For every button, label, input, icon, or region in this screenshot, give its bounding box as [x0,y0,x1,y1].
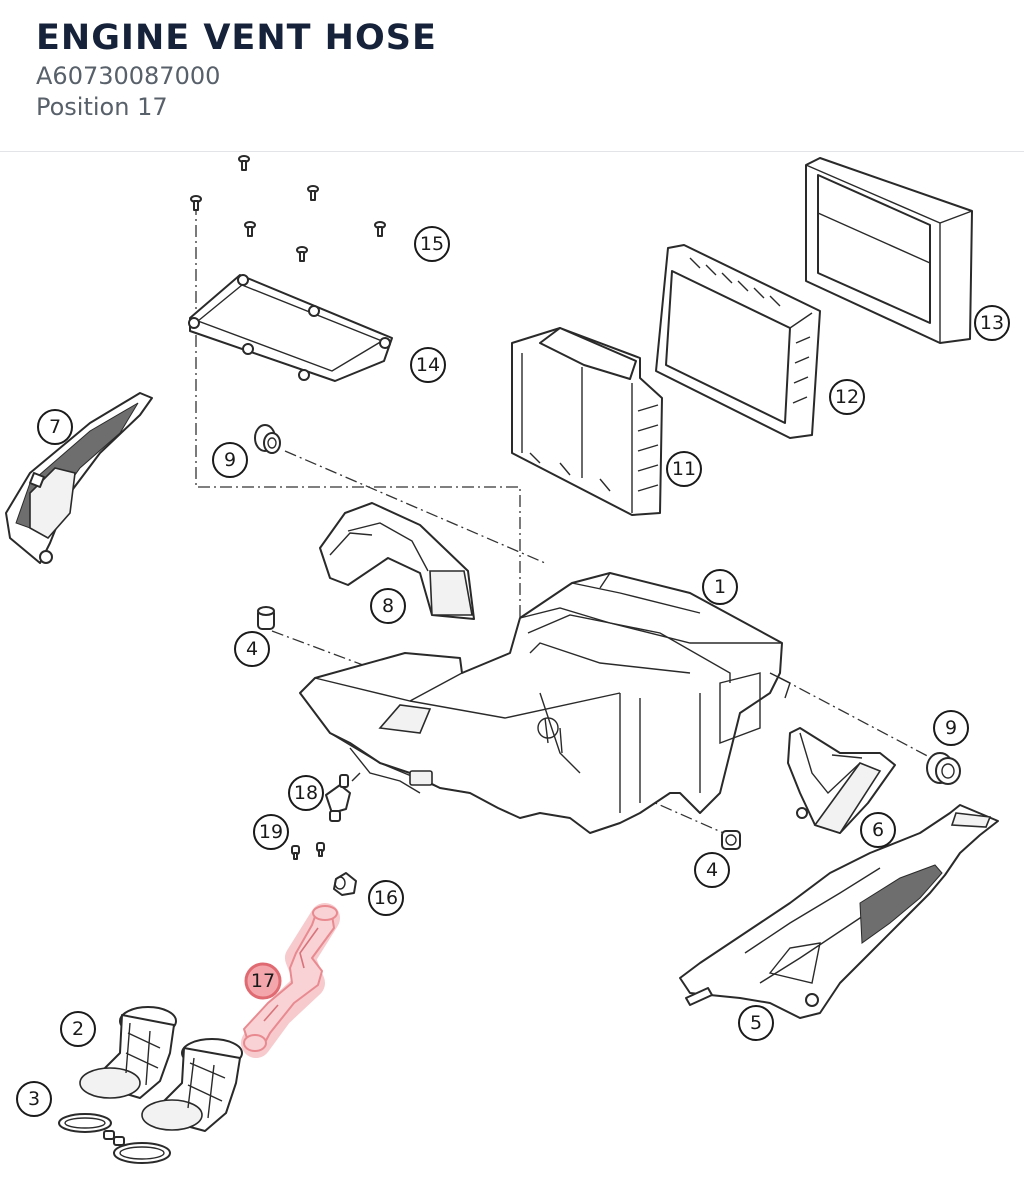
callout-1[interactable]: 1 [702,569,738,605]
svg-text:15: 15 [420,233,444,255]
part-title: ENGINE VENT HOSE [36,18,437,58]
callout-16[interactable]: 16 [368,880,404,916]
callout-9-upper[interactable]: 9 [212,442,248,478]
svg-text:13: 13 [980,312,1004,334]
callout-17-highlighted[interactable]: 17 [244,962,282,1000]
callout-11[interactable]: 11 [666,451,702,487]
svg-text:12: 12 [835,386,859,408]
side-grille-part-7[interactable] [5,392,153,564]
callout-19[interactable]: 19 [253,814,289,850]
hose-clamp-part-16[interactable] [333,872,357,896]
airbox-lid-part-14[interactable] [188,274,393,382]
air-filter-part-12[interactable] [655,244,821,439]
callout-5[interactable]: 5 [738,1005,774,1041]
svg-text:2: 2 [72,1018,84,1040]
grommet-part-9-lower[interactable] [926,752,961,785]
svg-text:4: 4 [246,638,258,660]
sensor-part-18[interactable] [325,772,361,822]
callout-4-lower[interactable]: 4 [694,852,730,888]
callout-18[interactable]: 18 [288,775,324,811]
svg-text:8: 8 [382,595,394,617]
callout-2[interactable]: 2 [60,1011,96,1047]
filter-frame-part-13[interactable] [805,157,973,344]
callout-15[interactable]: 15 [414,226,450,262]
airbox-housing-part-1[interactable] [299,572,791,834]
callout-12[interactable]: 12 [829,379,865,415]
hose-clamp-part-3[interactable] [58,1113,171,1164]
svg-text:14: 14 [416,354,440,376]
svg-text:3: 3 [28,1088,40,1110]
svg-text:18: 18 [294,782,318,804]
part-number: A60730087000 [36,62,221,90]
callout-9-lower[interactable]: 9 [933,710,969,746]
page-header: ENGINE VENT HOSE A60730087000 Position 1… [0,0,1024,152]
svg-text:1: 1 [714,576,726,598]
spacer-part-4-upper[interactable] [257,606,275,630]
svg-text:6: 6 [872,819,884,841]
callout-3[interactable]: 3 [16,1081,52,1117]
intake-rubber-part-2[interactable] [79,1006,243,1132]
svg-text:17: 17 [251,970,275,992]
screw-set-part-15[interactable] [190,155,386,262]
callout-7[interactable]: 7 [37,409,73,445]
intake-boot-part-8[interactable] [319,502,475,620]
svg-text:11: 11 [672,458,696,480]
engine-vent-hose-part-17[interactable] [241,903,340,1058]
svg-text:19: 19 [259,821,283,843]
position-label: Position 17 [36,93,168,121]
right-intake-duct-part-5[interactable] [679,804,999,1019]
callout-14[interactable]: 14 [410,347,446,383]
grommet-part-9-upper[interactable] [254,424,281,454]
svg-text:16: 16 [374,887,398,909]
callout-8[interactable]: 8 [370,588,406,624]
callout-4-upper[interactable]: 4 [234,631,270,667]
intake-boot-part-6[interactable] [787,727,896,834]
svg-text:9: 9 [945,717,957,739]
callout-13[interactable]: 13 [974,305,1010,341]
svg-text:7: 7 [49,416,61,438]
spacer-part-4-lower[interactable] [721,830,741,850]
callout-6[interactable]: 6 [860,812,896,848]
filter-cage-part-11[interactable] [511,327,663,516]
svg-text:4: 4 [706,859,718,881]
screw-set-part-19[interactable] [291,842,325,860]
exploded-parts-diagram: 1 2 3 4 4 5 6 7 8 9 9 11 12 13 14 15 16 … [0,153,1024,1177]
svg-text:5: 5 [750,1012,762,1034]
svg-text:9: 9 [224,449,236,471]
